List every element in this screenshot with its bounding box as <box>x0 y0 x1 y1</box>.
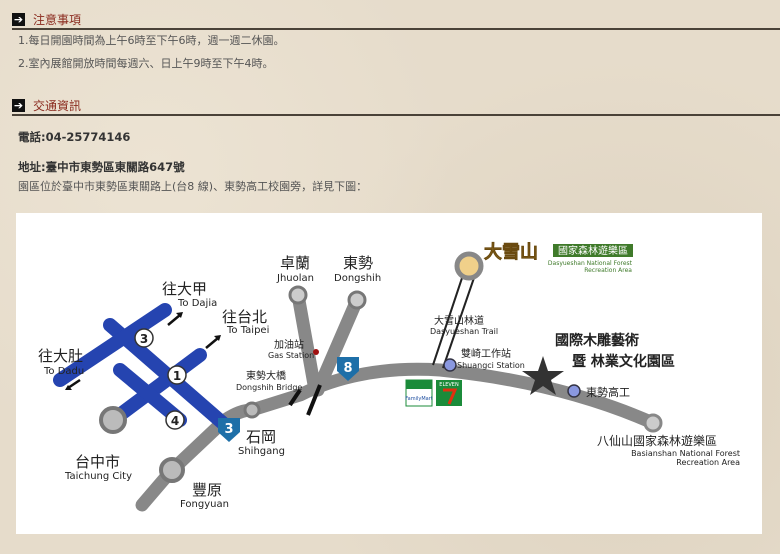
route-marker-1: 1 <box>173 369 181 383</box>
route-marker-4: 4 <box>171 414 179 428</box>
familymart-text: FamilyMart <box>405 396 433 402</box>
label-taipei: 往台北 <box>222 308 267 326</box>
route-marker-3: 3 <box>140 332 148 346</box>
route-3-shield <box>218 418 240 442</box>
label-station: 雙崎工作站 <box>461 347 511 360</box>
route-8-shield <box>337 357 359 381</box>
label-gas: 加油站 <box>274 338 304 351</box>
main-road <box>135 288 660 512</box>
shihgang-node <box>243 401 261 419</box>
dongshih-node <box>347 290 367 310</box>
label-jhuolan-en: Jhuolan <box>276 273 314 284</box>
label-dajia: 往大甲 <box>162 280 207 298</box>
route-3-label: 3 <box>224 422 233 437</box>
bridge-icon <box>288 384 322 416</box>
star-icon <box>522 356 564 395</box>
label-station-en: Shuangci Station <box>457 361 525 370</box>
route-8-label: 8 <box>343 361 352 376</box>
dasyueshan-en2: Recreation Area <box>584 267 632 274</box>
dasyueshan-trail <box>432 274 476 369</box>
label-basianshan-en2: Recreation Area <box>676 458 740 467</box>
label-fongyuan: 豐原 <box>192 481 222 499</box>
location-description: 園區位於臺中市東勢區東關路上(台8 線)、東勢高工校園旁，詳見下圖： <box>18 180 368 193</box>
traffic-section: ➔ 交通資訊 <box>12 96 780 116</box>
familymart-stripe <box>406 380 432 389</box>
label-park-2: 暨 林業文化園區 <box>572 353 675 370</box>
label-shihgang-en: Shihgang <box>238 446 285 457</box>
gas-station-icon <box>313 349 319 355</box>
address: 地址:臺中市東勢區東關路647號 <box>18 160 185 174</box>
label-taichung: 台中市 <box>75 453 120 471</box>
label-bridge-en: Dongshih Bridge <box>236 383 302 392</box>
label-basianshan-en1: Basianshan National Forest <box>631 449 740 458</box>
seven-eleven-text: ELEVEN <box>439 382 459 388</box>
label-school: 東勢高工 <box>586 385 630 399</box>
direction-arrows <box>65 312 221 390</box>
dasyueshan-node <box>454 251 484 281</box>
route-marker-circles <box>134 328 187 430</box>
label-taichung-en: Taichung City <box>64 471 132 482</box>
phone: 電話:04-25774146 <box>18 130 131 144</box>
dasyueshan-en1: Dasyueshan National Forest <box>548 260 633 267</box>
traffic-map: 3 1 4 3 8 FamilyMart ELEVEN 往大甲 To Dajia… <box>16 213 762 534</box>
seven-eleven-7-icon <box>443 388 458 405</box>
label-park-1: 國際木雕藝術 <box>555 332 639 349</box>
dasyueshan-logo: 大雪山 <box>484 241 538 263</box>
basianshan-node <box>643 413 663 433</box>
dasyueshan-banner <box>553 244 633 257</box>
notice-line-2: 2.室內展館開放時間每週六、日上午9時至下午4時。 <box>18 57 274 70</box>
label-dajia-en: To Dajia <box>177 298 217 309</box>
notice-line-1: 1.每日開園時間為上午6時至下午6時，週一週二休園。 <box>18 34 285 47</box>
label-trail-en: Dasyueshan Trail <box>430 327 498 336</box>
label-dadu: 往大肚 <box>38 347 83 365</box>
label-shihgang: 石岡 <box>246 428 276 446</box>
label-taipei-en: To Taipei <box>226 325 269 336</box>
station-icon <box>443 358 457 372</box>
dasyueshan-zh: 國家森林遊樂區 <box>558 244 628 257</box>
label-gas-en: Gas Station <box>268 351 314 360</box>
taichung-roads <box>53 303 232 432</box>
school-icon <box>567 384 581 398</box>
label-trail: 大雪山林道 <box>434 314 484 327</box>
jhuolan-node <box>288 285 308 305</box>
notice-section: ➔ 注意事項 <box>12 10 780 30</box>
taichung-node <box>99 406 127 434</box>
label-dongshih-en: Dongshih <box>334 273 381 284</box>
fongyuan-node <box>159 457 185 483</box>
notice-title: 注意事項 <box>33 12 82 27</box>
label-dongshih: 東勢 <box>343 254 373 272</box>
label-basianshan: 八仙山國家森林遊樂區 <box>597 433 717 448</box>
label-jhuolan: 卓蘭 <box>280 254 310 272</box>
label-bridge: 東勢大橋 <box>246 369 286 382</box>
traffic-title: 交通資訊 <box>33 98 82 113</box>
label-dadu-en: To Dadu <box>43 366 84 377</box>
arrow-right-icon: ➔ <box>12 12 25 26</box>
label-fongyuan-en: Fongyuan <box>180 499 229 510</box>
arrow-right-icon: ➔ <box>12 98 25 112</box>
